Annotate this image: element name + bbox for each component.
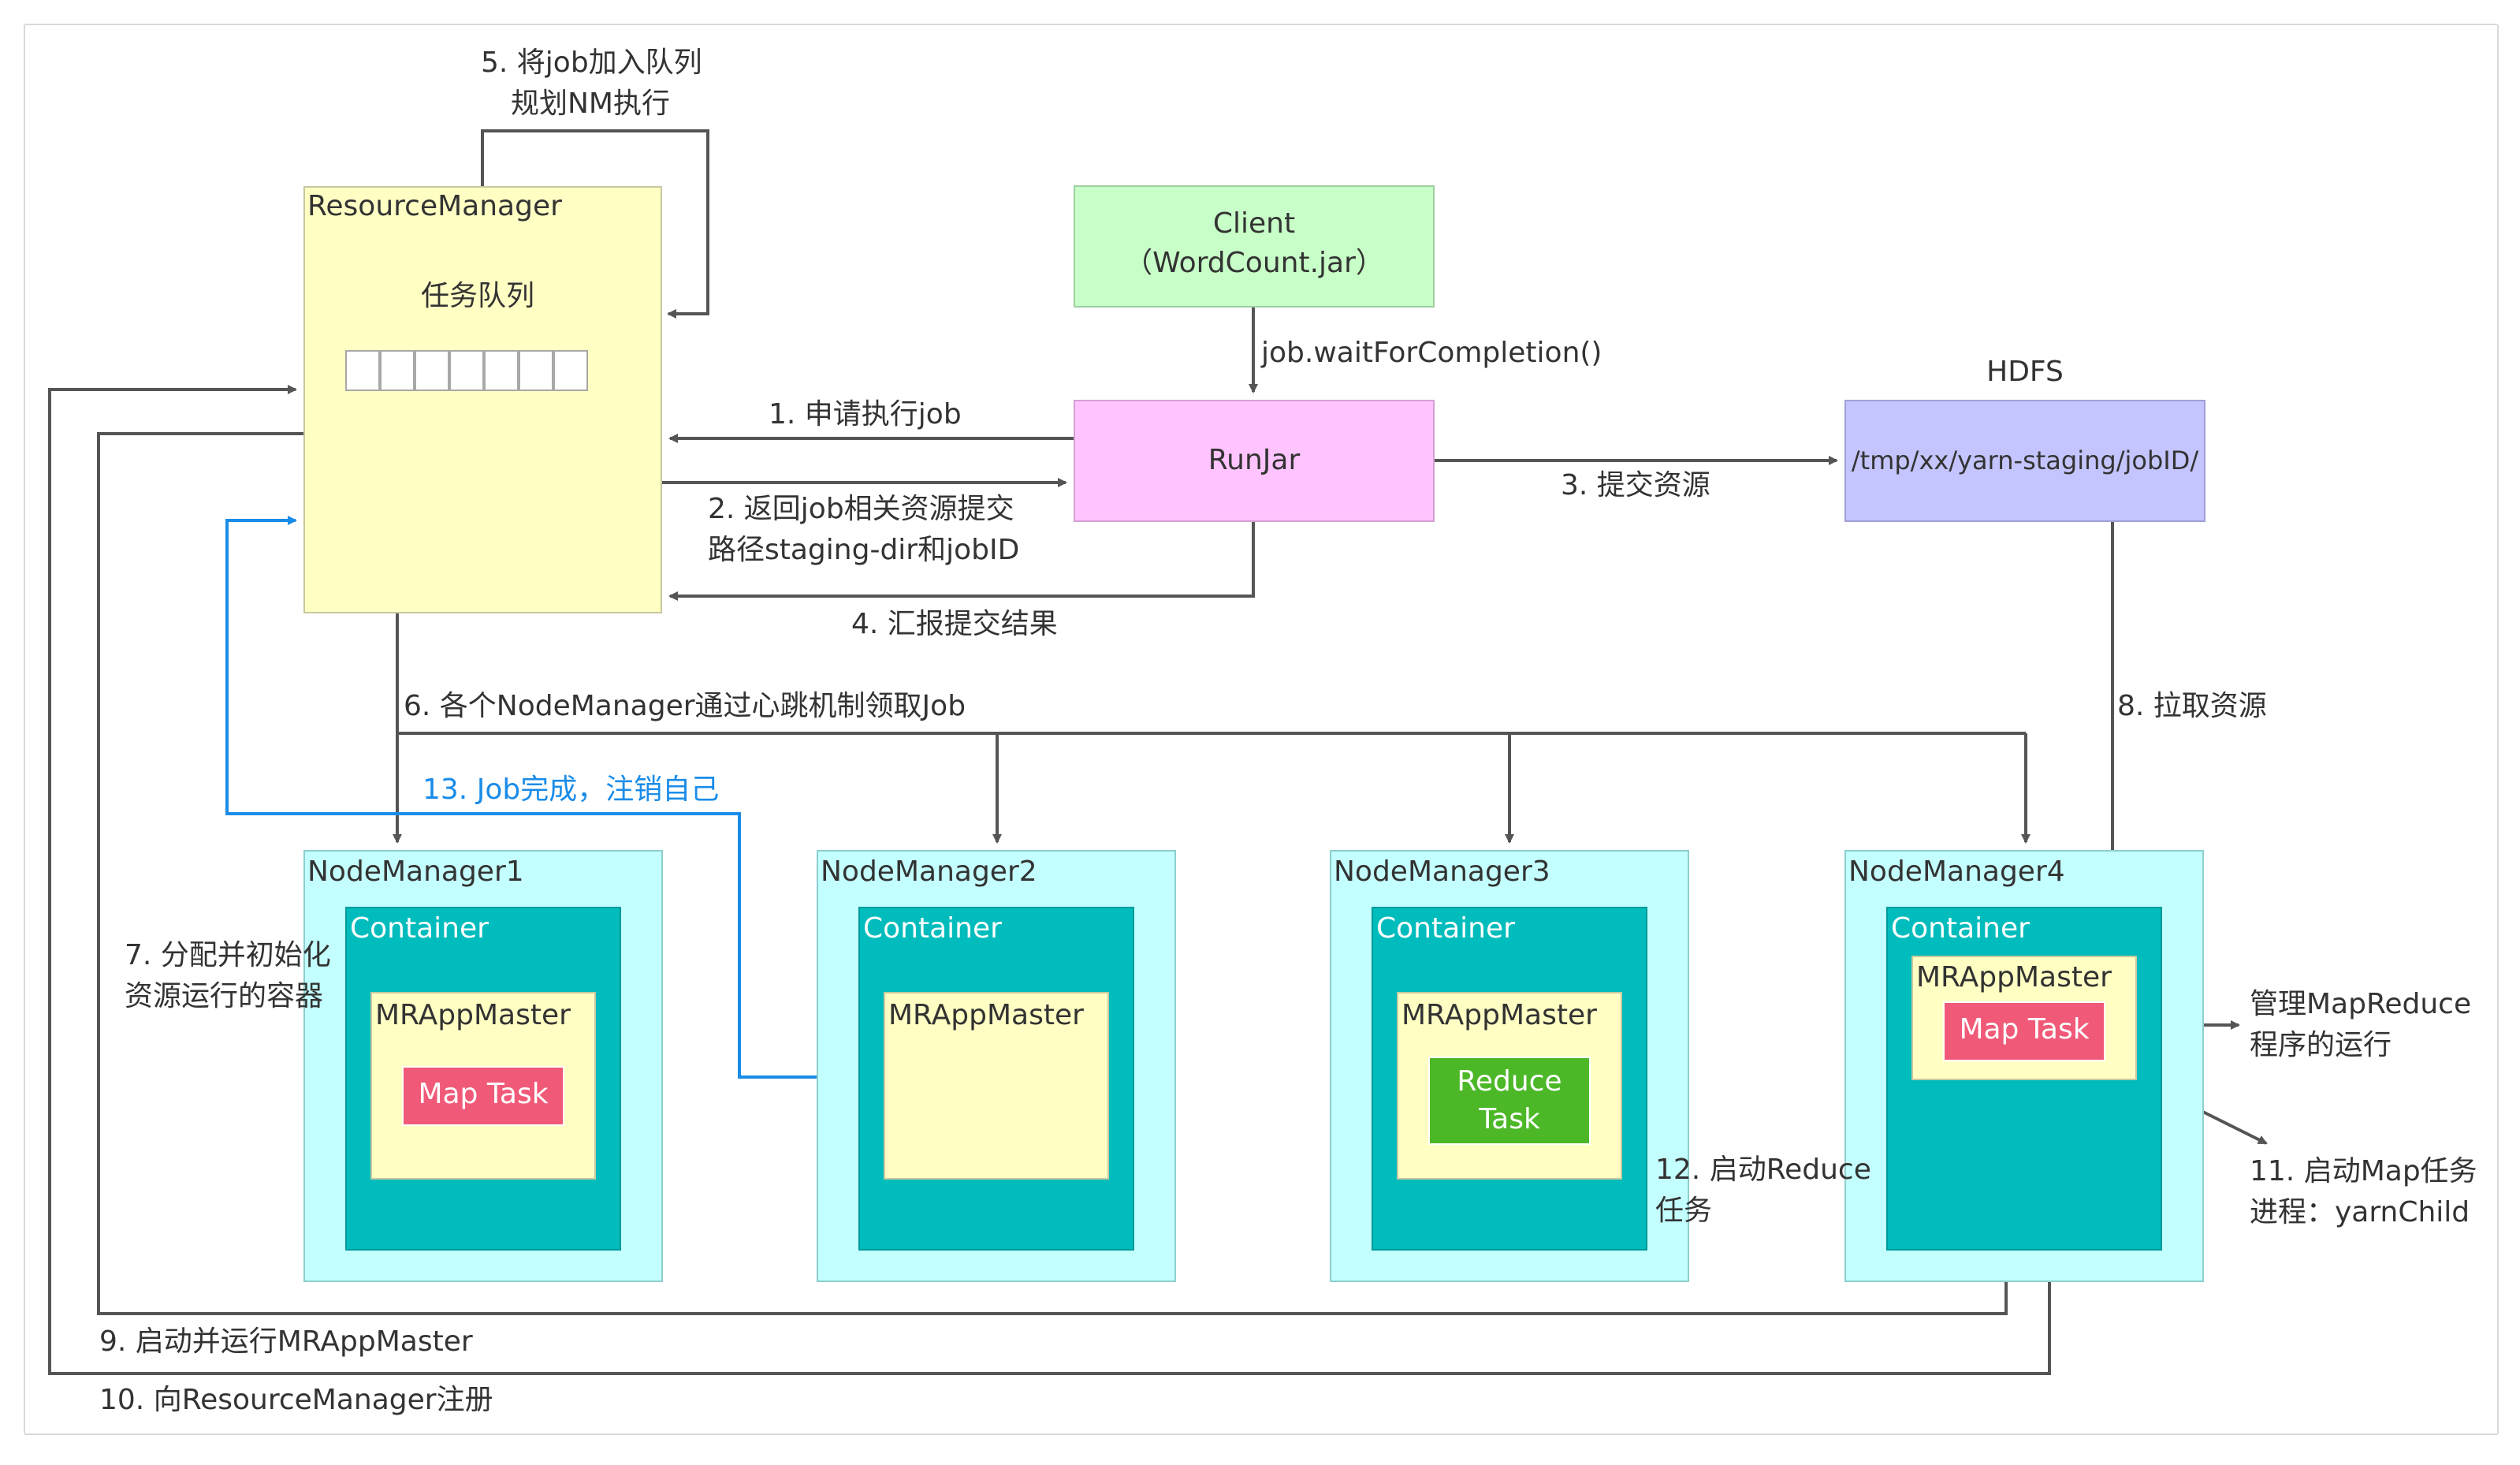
nodemanager4-container-label: Container: [1891, 912, 2030, 945]
step12-label-line2: 任务: [1655, 1195, 1713, 1227]
runjar-box: [1074, 400, 1435, 522]
step13-label: 13. Job完成，注销自己: [422, 774, 720, 806]
nodemanager4-map-task-label: Map Task: [1959, 1013, 2090, 1046]
step7-label-line1: 7. 分配并初始化: [125, 939, 331, 971]
queue-slot: [449, 350, 484, 391]
hdfs-path: /tmp/xx/yarn-staging/jobID/: [1851, 445, 2199, 475]
manage-mapreduce-label-line2: 程序的运行: [2250, 1029, 2392, 1061]
step5-label-line2: 规划NM执行: [511, 88, 670, 120]
task-queue-label: 任务队列: [421, 280, 535, 312]
nodemanager3-mrappmaster-label: MRAppMaster: [1401, 999, 1597, 1031]
step1-label: 1. 申请执行job: [769, 398, 962, 431]
client-jar: （WordCount.jar）: [1124, 247, 1384, 279]
nodemanager3-reduce-task-line2: Task: [1479, 1103, 1540, 1135]
step12-label-line1: 12. 启动Reduce: [1655, 1154, 1871, 1186]
nodemanager3-reduce-task: [1428, 1057, 1591, 1145]
queue-slot: [519, 350, 553, 391]
step5-label-line1: 5. 将job加入队列: [481, 47, 702, 79]
resource-manager-title: ResourceManager: [307, 190, 562, 222]
nodemanager1-mrappmaster-label: MRAppMaster: [375, 999, 571, 1031]
nodemanager2-title: NodeManager2: [821, 856, 1037, 888]
nodemanager4-mrappmaster-label: MRAppMaster: [1916, 961, 2112, 993]
step3-label: 3. 提交资源: [1561, 469, 1710, 501]
resource-manager-box: [303, 186, 662, 613]
step2-label-line2: 路径staging-dir和jobID: [708, 534, 1020, 566]
arrow-step5: [481, 129, 709, 319]
step2-label-line1: 2. 返回job相关资源提交: [708, 493, 1014, 525]
queue-slot: [553, 350, 588, 391]
step10-label: 10. 向ResourceManager注册: [99, 1384, 493, 1416]
client-box: [1074, 185, 1435, 308]
nodemanager3-reduce-task-line1: Reduce: [1457, 1065, 1562, 1098]
diagram-frame: [24, 24, 2499, 1435]
nodemanager4-map-task: [1943, 1001, 2105, 1061]
step11-label-line2: 进程：yarnChild: [2250, 1196, 2470, 1228]
queue-slot: [380, 350, 415, 391]
nodemanager1-container-label: Container: [350, 912, 489, 945]
nodemanager3-title: NodeManager3: [1334, 856, 1550, 888]
nodemanager1-map-task-label: Map Task: [418, 1078, 549, 1110]
arrow-step4: [668, 522, 1255, 601]
step8-label: 8. 拉取资源: [2117, 690, 2267, 722]
nodemanager2-mrappmaster: [884, 992, 1109, 1180]
nodemanager2-mrappmaster-label: MRAppMaster: [888, 999, 1084, 1031]
nodemanager2-container-label: Container: [863, 912, 1002, 945]
wait-for-completion-label: job.waitForCompletion(): [1261, 337, 1602, 369]
hdfs-title: HDFS: [1986, 356, 2064, 388]
manage-mapreduce-label-line1: 管理MapReduce: [2250, 988, 2472, 1020]
nodemanager3-container-label: Container: [1376, 912, 1515, 945]
queue-slot: [345, 350, 380, 391]
step11-label-line1: 11. 启动Map任务: [2250, 1155, 2477, 1187]
step4-label: 4. 汇报提交结果: [851, 608, 1058, 640]
nodemanager4-title: NodeManager4: [1848, 856, 2065, 888]
queue-slot: [415, 350, 449, 391]
arrow-step13: [225, 516, 881, 1079]
step7-label-line2: 资源运行的容器: [125, 980, 324, 1012]
runjar-title: RunJar: [1208, 444, 1301, 476]
step9-label: 9. 启动并运行MRAppMaster: [99, 1325, 473, 1358]
nodemanager1-map-task: [402, 1066, 564, 1126]
hdfs-box: [1844, 400, 2205, 522]
client-title: Client: [1212, 207, 1296, 240]
queue-slot: [484, 350, 519, 391]
nodemanager1-title: NodeManager1: [307, 856, 524, 888]
step6-label: 6. 各个NodeManager通过心跳机制领取Job: [404, 690, 966, 722]
